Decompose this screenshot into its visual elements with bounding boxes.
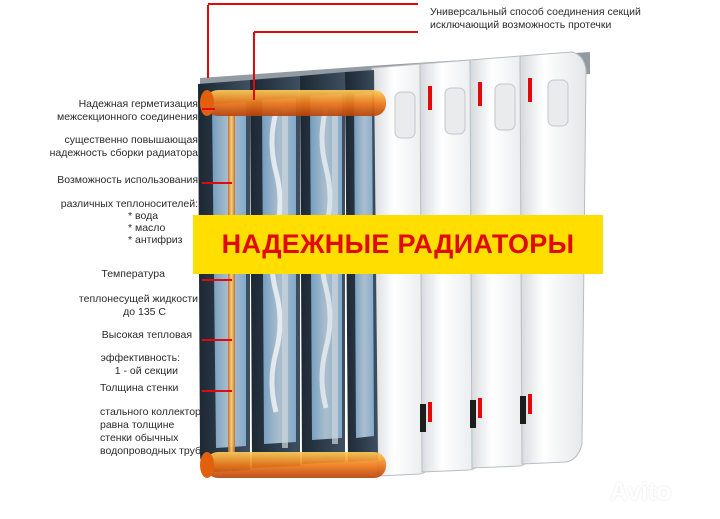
feature-wall-collector: стального коллектора [100,406,207,418]
feature-wall: Толщина стенки [100,382,179,394]
feature-temp-liquid-1: теплонесущей жидкости [78,293,198,305]
feature-usage: Возможность использования [57,174,198,186]
feature-efficiency-1: эффективность: [100,352,180,364]
avito-watermark: Avito [610,478,672,506]
feature-efficiency-2: 1 - ой секции [114,365,178,377]
coolant-water: * вода [128,210,159,222]
feature-efficiency: Высокая тепловая [101,329,192,341]
callout-lines [202,3,418,392]
headline-text: НАДЕЖНЫЕ РАДИАТОРЫ [221,229,575,259]
avito-logo-icon [585,484,605,504]
feature-sealing-1: Надежная герметизация [78,98,198,110]
feature-temperature: Температура [101,268,165,280]
headline-banner: НАДЕЖНЫЕ РАДИАТОРЫ [193,215,603,274]
feature-wall-equal: равна толщине [100,419,175,431]
top-callout-line2: исключающий возможность протечки [430,19,612,31]
coolant-antifreeze: * антифриз [128,234,183,246]
top-callout-line1: Универсальный способ соединения секций [430,6,641,18]
feature-reliability-1: существенно повышающая [64,134,198,146]
coolant-oil: * масло [128,222,166,234]
feature-wall-water: водопроводных труб [100,445,202,457]
feature-wall-pipes: стенки обычных [100,432,179,444]
feature-temp-liquid-2: до 135 С [123,306,166,318]
feature-reliability-2: надежность сборки радиатора [49,147,198,159]
feature-coolants: различных теплоносителей: [60,198,198,210]
collector-pipes [200,90,386,478]
feature-sealing-2: межсекционного соединения [57,111,198,123]
